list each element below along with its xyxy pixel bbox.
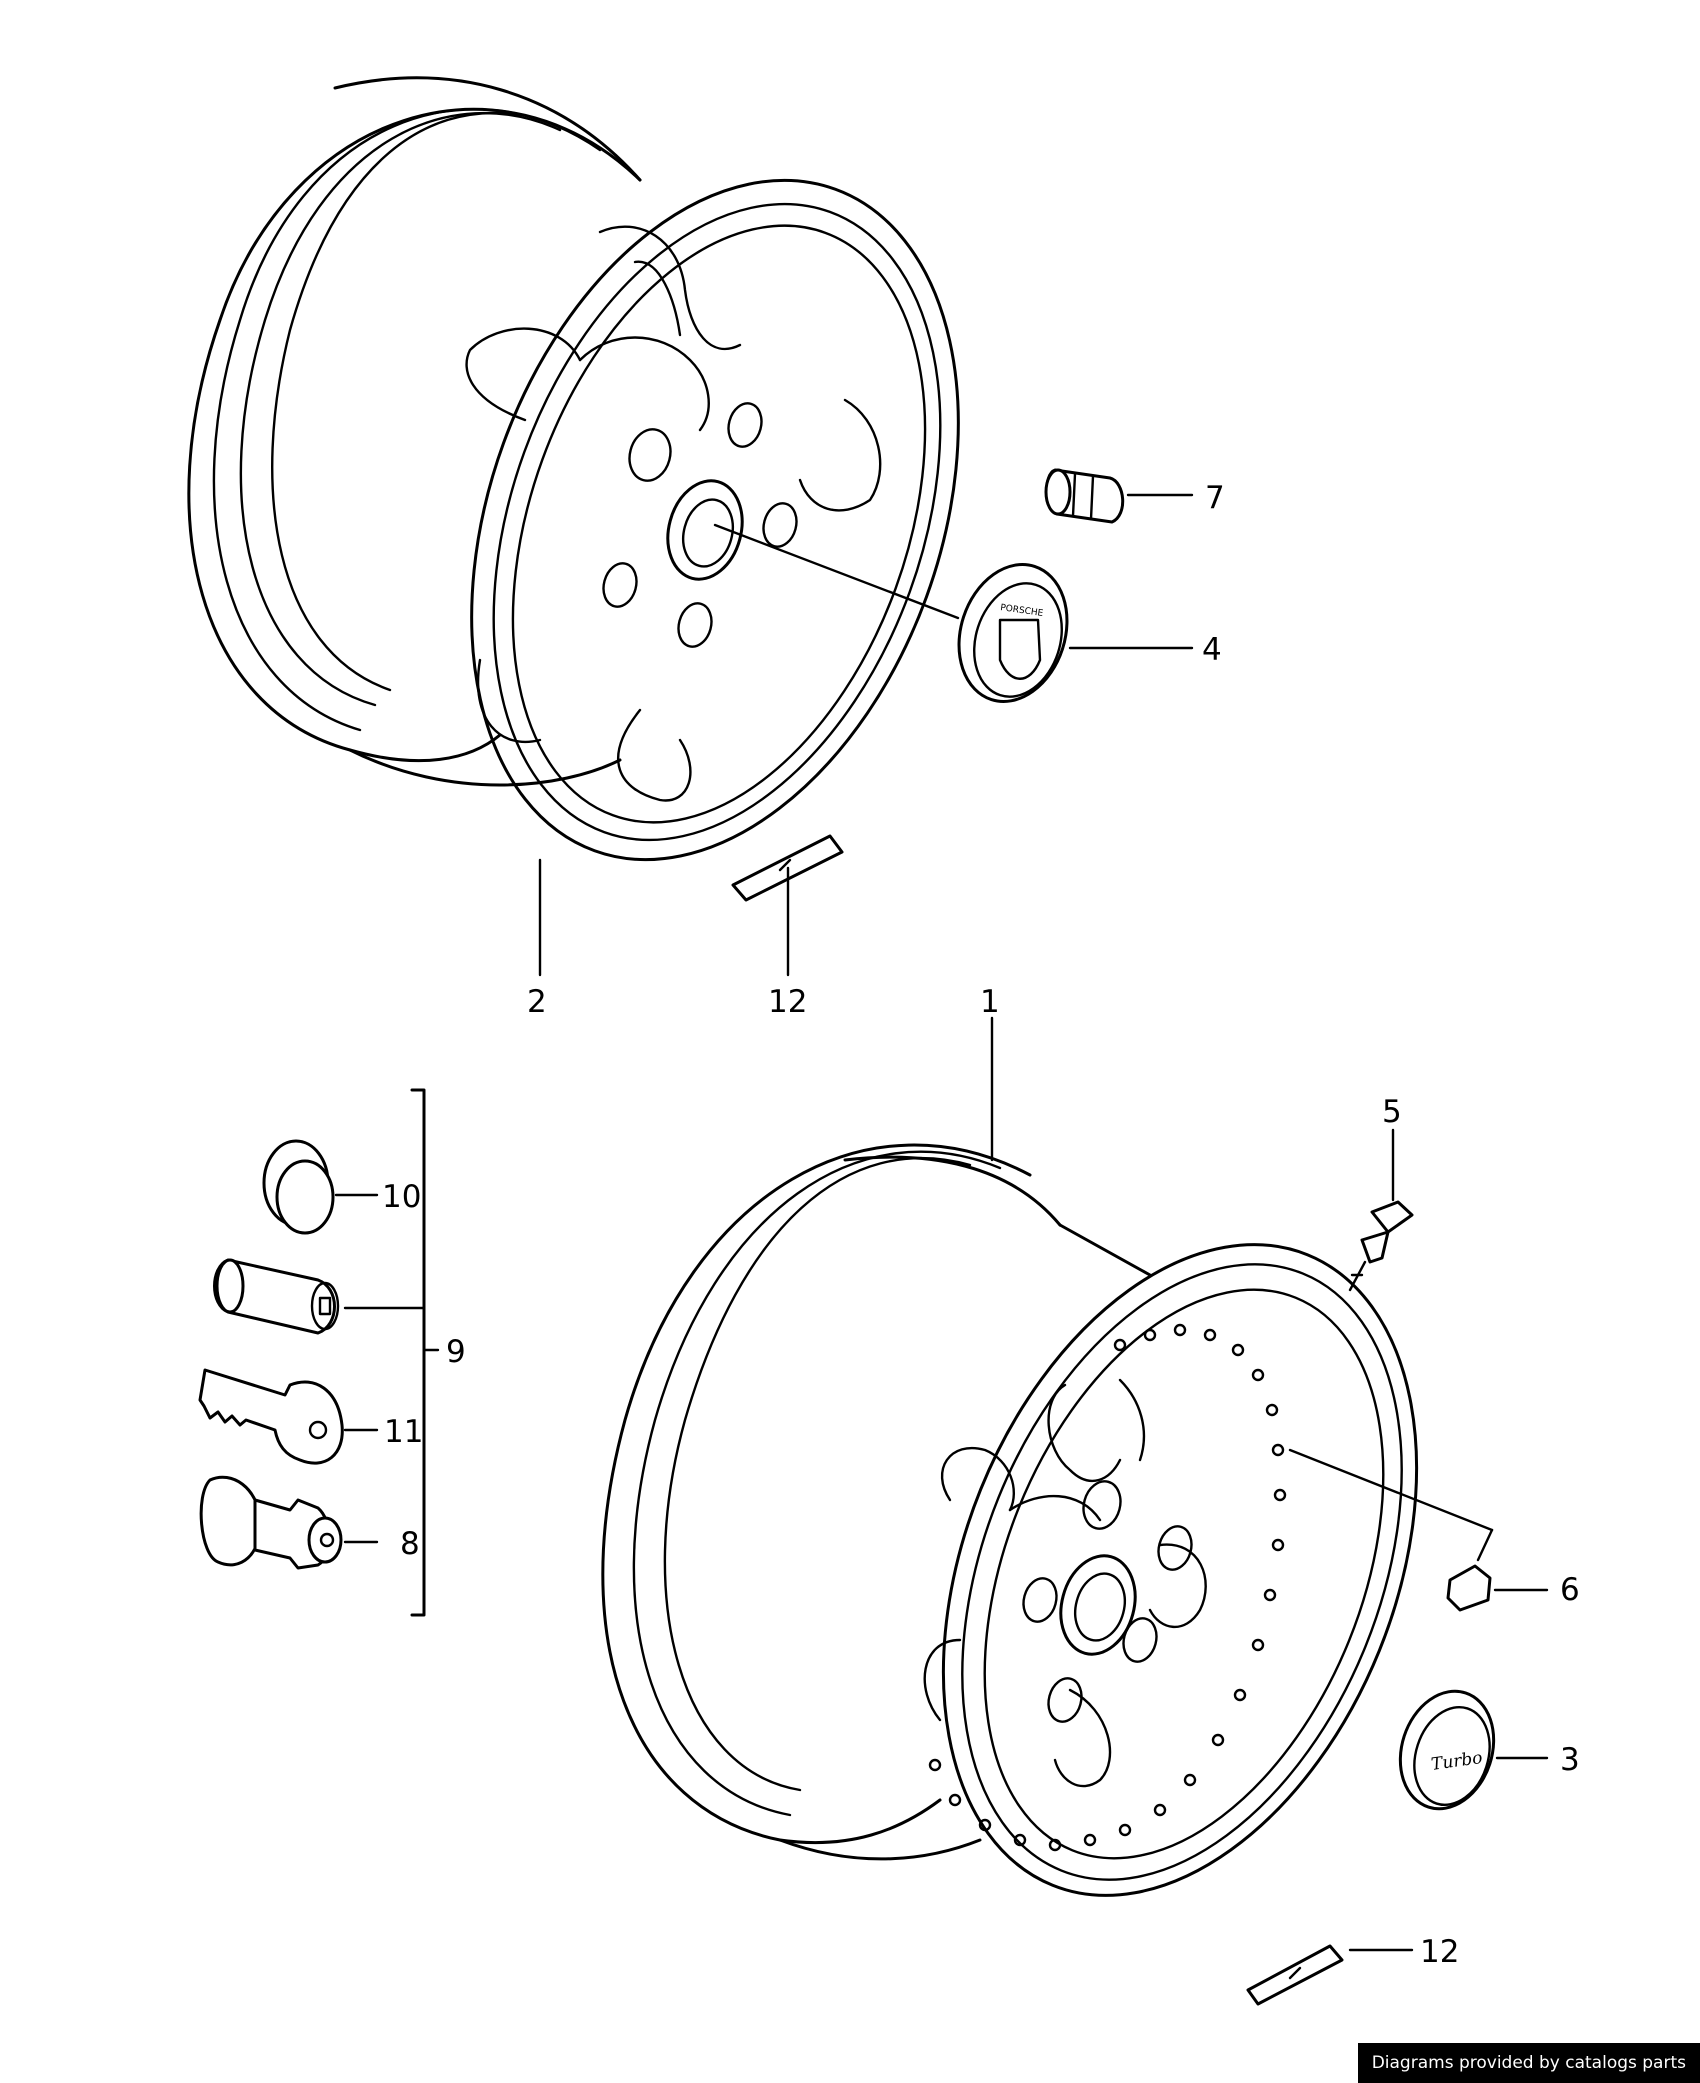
center-cap-turbo: Turbo — [1398, 1689, 1549, 1811]
rim-plug — [1446, 1564, 1549, 1612]
credit-label: Diagrams provided by catalogs parts — [1357, 2043, 1700, 2083]
balance-weight-upper — [731, 834, 844, 977]
center-cap-porsche: PORSCHE — [957, 563, 1194, 703]
upper-wheel — [187, 76, 960, 862]
callout-9: 9 — [446, 1334, 466, 1370]
callout-12-lower: 12 — [1420, 1934, 1459, 1970]
callout-3: 3 — [1560, 1742, 1580, 1778]
callout-7: 7 — [1205, 480, 1225, 516]
callout-6: 6 — [1560, 1572, 1580, 1608]
lock-kit-group — [198, 1088, 440, 1617]
callout-11: 11 — [384, 1414, 423, 1450]
callout-10: 10 — [382, 1179, 421, 1215]
callout-5: 5 — [1382, 1094, 1402, 1130]
valve-stem — [1348, 1128, 1414, 1292]
balance-weight-lower — [1246, 1944, 1414, 2006]
rim-bolt-ring — [928, 1323, 1287, 1852]
lug-bolt — [1044, 468, 1194, 524]
callout-12-upper: 12 — [768, 984, 807, 1020]
callout-4: 4 — [1202, 632, 1222, 668]
lower-wheel — [601, 1016, 1494, 1897]
callout-8: 8 — [400, 1526, 420, 1562]
callout-1: 1 — [980, 984, 1000, 1020]
callout-2: 2 — [527, 984, 547, 1020]
